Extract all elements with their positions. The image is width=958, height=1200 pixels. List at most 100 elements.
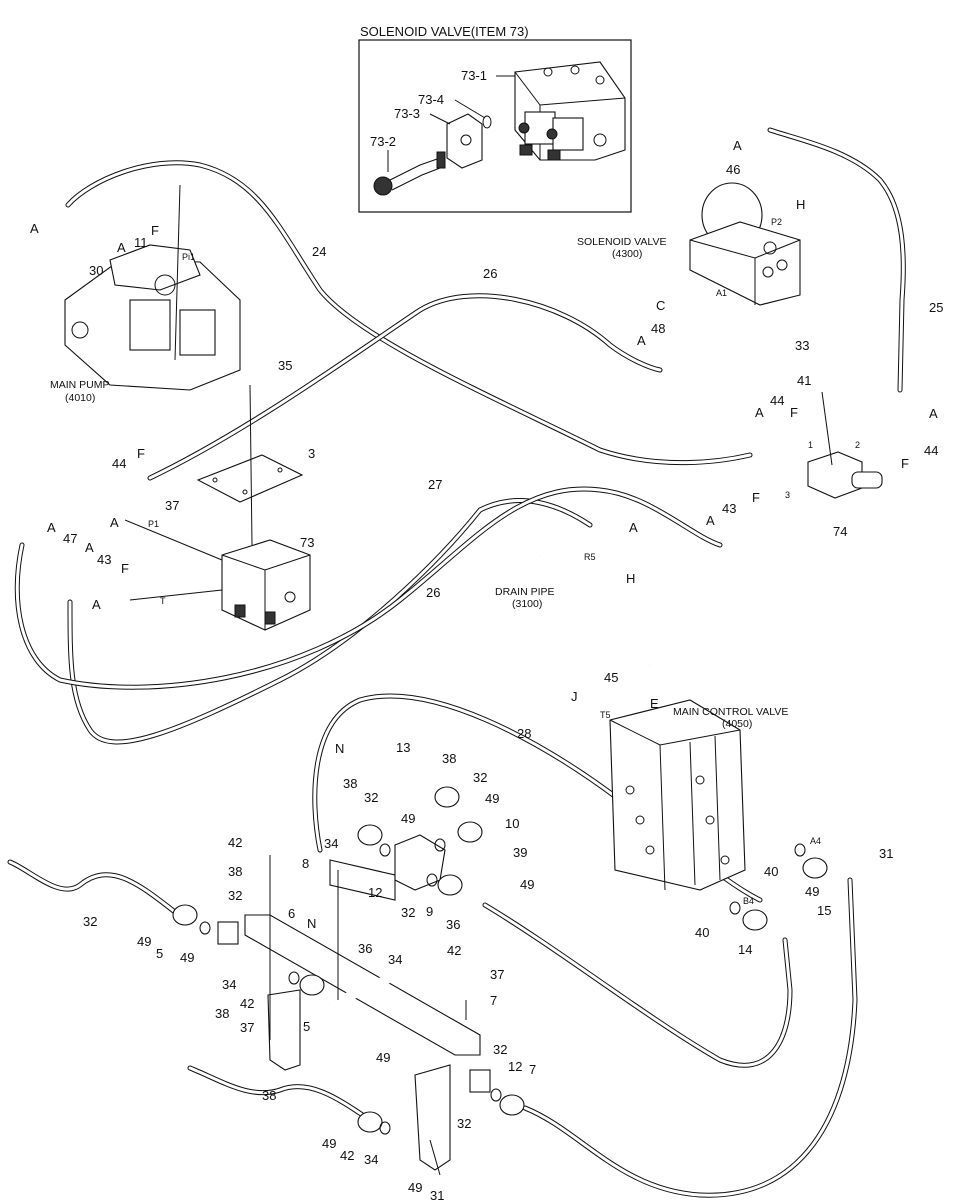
callout: H — [626, 571, 635, 586]
callout: 5 — [156, 946, 163, 961]
callout: 6 — [288, 906, 295, 921]
callout: 49 — [401, 811, 415, 826]
plate-3 — [196, 454, 304, 503]
callout: A — [629, 520, 638, 535]
callout: 31 — [879, 846, 893, 861]
callout: 32 — [364, 790, 378, 805]
callouts-top-right: A 46 H C 48 A 26 25 33 41 44 A F A 44 F … — [483, 138, 943, 539]
callout: 36 — [358, 941, 372, 956]
callout: 3 — [308, 446, 315, 461]
inset-label-73-2: 73-2 — [370, 134, 396, 149]
callout: 7 — [529, 1062, 536, 1077]
callout: 49 — [485, 791, 499, 806]
callout: A — [117, 240, 126, 255]
callout: 36 — [446, 917, 460, 932]
callout: 27 — [428, 477, 442, 492]
callout: 43 — [97, 552, 111, 567]
callout: A — [30, 221, 39, 236]
callout: 40 — [695, 925, 709, 940]
solenoid-port-a1: A1 — [716, 288, 727, 298]
bracket-6 — [244, 755, 481, 1171]
valve-73-port-p1: P1 — [148, 519, 159, 529]
callout: 10 — [505, 816, 519, 831]
callout: 49 — [520, 877, 534, 892]
callout: 74 — [833, 524, 847, 539]
solenoid-valve-name: SOLENOID VALVE — [577, 236, 666, 248]
callouts-lower: 45 J E 28 13 N 38 32 49 38 32 10 49 39 3… — [83, 670, 893, 1200]
callout: 41 — [797, 373, 811, 388]
mcv-port-t5: T5 — [600, 710, 611, 720]
main-pump-name: MAIN PUMP — [50, 379, 110, 391]
callout: 40 — [764, 864, 778, 879]
callouts-middle: 35 3 44 F 37 A 73 27 26 A 47 A 43 A F A … — [47, 358, 638, 612]
callout: A — [92, 597, 101, 612]
callout: 25 — [929, 300, 943, 315]
callout: 32 — [401, 905, 415, 920]
drain-pipe: R5 DRAIN PIPE (3100) — [495, 550, 655, 669]
callout: 44 — [924, 443, 938, 458]
callout: 9 — [426, 904, 433, 919]
callout: 37 — [240, 1020, 254, 1035]
callout: 44 — [112, 456, 126, 471]
solenoid-valve-4300: P2 A1 SOLENOID VALVE (4300) — [577, 182, 801, 306]
callout: 73 — [300, 535, 314, 550]
callout: 49 — [137, 934, 151, 949]
callout: 14 — [738, 942, 752, 957]
leader-lines — [124, 184, 833, 1176]
callout: F — [790, 405, 798, 420]
callout: A — [755, 405, 764, 420]
callout: 32 — [493, 1042, 507, 1057]
callout: 34 — [364, 1152, 378, 1167]
inset-label-73-4: 73-4 — [418, 92, 444, 107]
callout: 45 — [604, 670, 618, 685]
inset-label-73-1: 73-1 — [461, 68, 487, 83]
callout: A — [706, 513, 715, 528]
valve-73-port-t: T — [160, 596, 166, 606]
mcv-code: (4050) — [722, 718, 752, 730]
callout: 28 — [517, 726, 531, 741]
callout: 11 — [134, 235, 148, 250]
callout: 37 — [490, 967, 504, 982]
block-74: 1 2 3 — [785, 440, 883, 500]
main-pump-code: (4010) — [65, 392, 95, 404]
callout: A — [929, 406, 938, 421]
block-74-port-3: 3 — [785, 490, 790, 500]
callout: F — [752, 490, 760, 505]
callout: N — [335, 741, 344, 756]
callout: F — [901, 456, 909, 471]
callout: J — [571, 689, 578, 704]
fittings — [172, 786, 828, 1135]
block-74-port-1: 1 — [808, 440, 813, 450]
callout: 43 — [722, 501, 736, 516]
callout: 34 — [388, 952, 402, 967]
callout: 49 — [376, 1050, 390, 1065]
callout: 8 — [302, 856, 309, 871]
callout: 32 — [457, 1116, 471, 1131]
callout: 32 — [228, 888, 242, 903]
mcv-name: MAIN CONTROL VALVE — [673, 706, 788, 718]
callout: A — [637, 333, 646, 348]
callout: A — [47, 520, 56, 535]
callout: 38 — [215, 1006, 229, 1021]
callout: E — [650, 696, 659, 711]
callout: A — [110, 515, 119, 530]
main-pump-port-pi1: Pi1 — [182, 252, 195, 262]
callout: 44 — [770, 393, 784, 408]
callout: A — [733, 138, 742, 153]
callout: 34 — [324, 836, 338, 851]
callout: 42 — [447, 943, 461, 958]
callout: 26 — [426, 585, 440, 600]
callout: 32 — [83, 914, 97, 929]
callout: 12 — [368, 885, 382, 900]
hoses — [7, 127, 906, 1198]
callout: 48 — [651, 321, 665, 336]
callout: 24 — [312, 244, 326, 259]
block-74-port-2: 2 — [855, 440, 860, 450]
callout: 49 — [805, 884, 819, 899]
valve-block-73: P1 T — [148, 519, 311, 631]
callout: H — [796, 197, 805, 212]
callout: 38 — [228, 864, 242, 879]
callout: 5 — [303, 1019, 310, 1034]
solenoid-port-p2: P2 — [771, 217, 782, 227]
solenoid-valve-code: (4300) — [612, 248, 642, 260]
